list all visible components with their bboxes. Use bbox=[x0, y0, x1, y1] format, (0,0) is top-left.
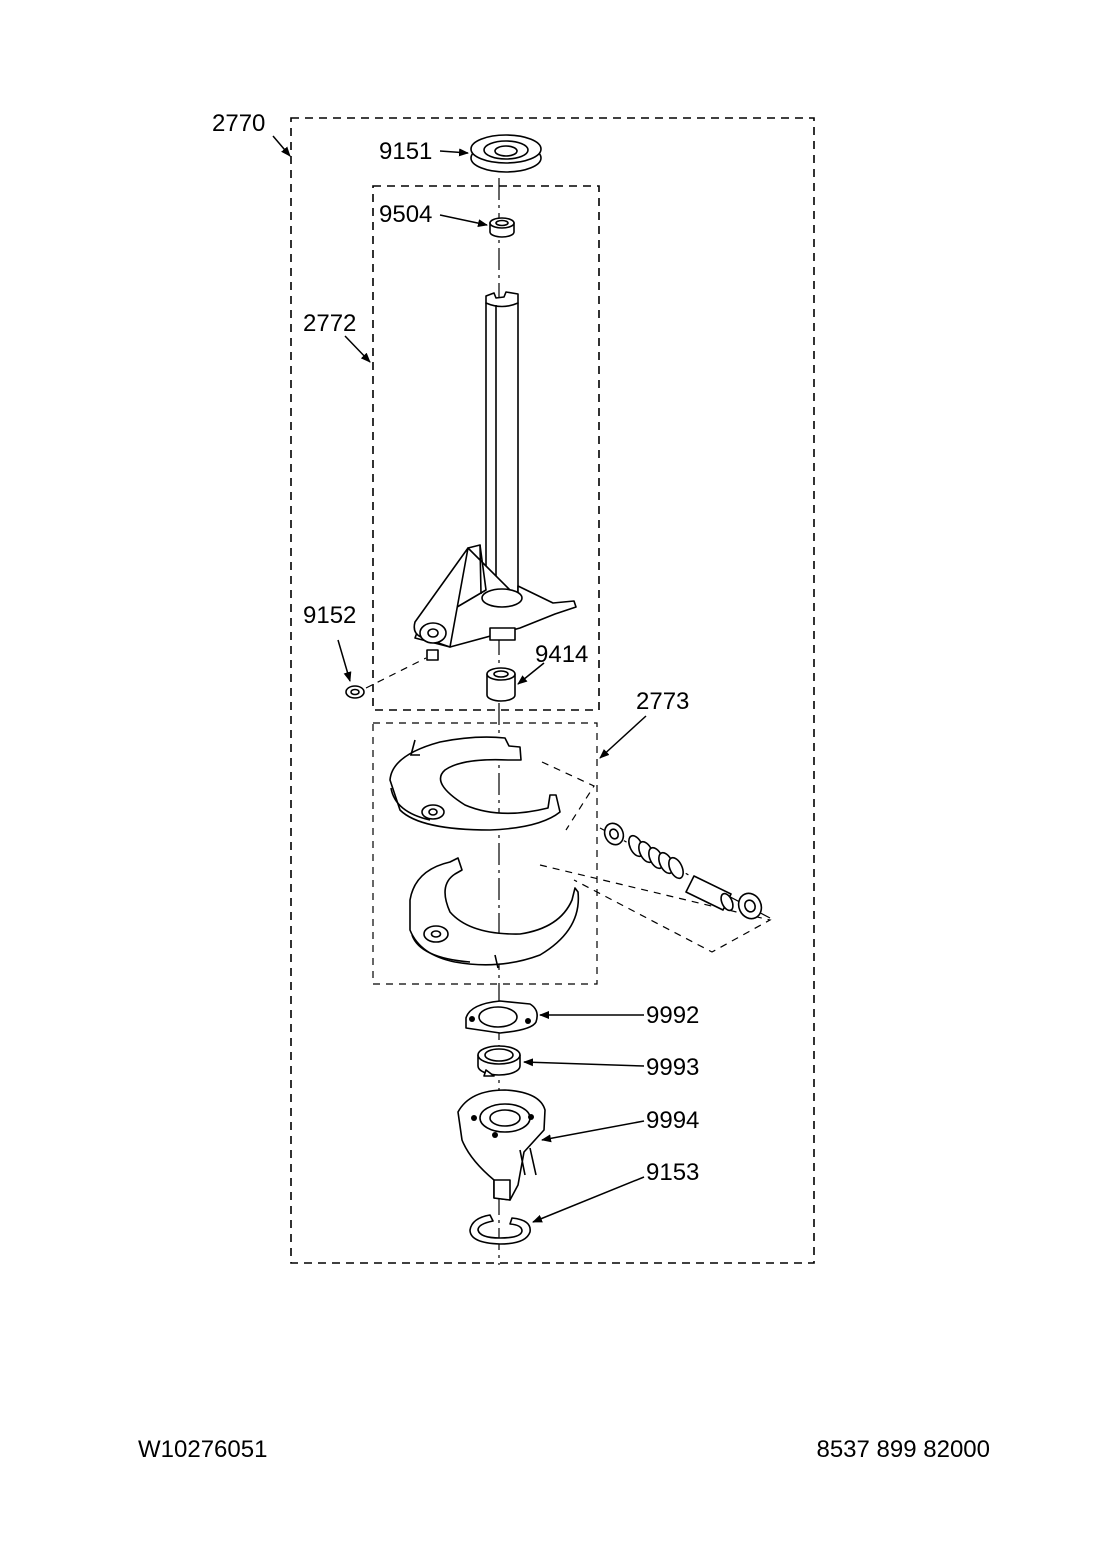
part-spring bbox=[628, 834, 684, 880]
part-shaft bbox=[485, 291, 519, 599]
arrow-9152 bbox=[337, 639, 352, 682]
subassembly-leader bbox=[539, 761, 772, 953]
callout-9152: 9152 bbox=[303, 602, 356, 629]
part-9993-ring bbox=[477, 1045, 521, 1077]
part-lower-brake-shoe bbox=[409, 857, 580, 969]
assembly-2770-outline bbox=[290, 117, 815, 1264]
part-upper-brake-shoe bbox=[389, 736, 561, 831]
part-9153-snap-ring bbox=[469, 1214, 531, 1245]
callout-9504: 9504 bbox=[379, 201, 432, 228]
arrow-9994 bbox=[541, 1120, 645, 1143]
callout-9153: 9153 bbox=[646, 1159, 699, 1186]
part-list-number: 8537 899 82000 bbox=[816, 1436, 990, 1463]
arrow-9504 bbox=[439, 214, 488, 228]
assembly-2773-outline bbox=[372, 722, 598, 985]
callout-9993: 9993 bbox=[646, 1054, 699, 1081]
arrow-9153 bbox=[532, 1176, 645, 1223]
callout-9414: 9414 bbox=[535, 641, 588, 668]
document-number: W10276051 bbox=[138, 1436, 268, 1463]
callout-9992: 9992 bbox=[646, 1002, 699, 1029]
part-9504-bushing bbox=[489, 217, 515, 238]
arrow-9151 bbox=[439, 148, 469, 157]
callout-9994: 9994 bbox=[646, 1107, 699, 1134]
arrow-2772 bbox=[344, 335, 371, 363]
callout-2773: 2773 bbox=[636, 688, 689, 715]
part-9151-seal bbox=[470, 134, 542, 173]
callout-9151: 9151 bbox=[379, 138, 432, 165]
part-9152-clip bbox=[345, 685, 365, 699]
part-lever-plate bbox=[413, 544, 577, 661]
part-spring-retainer bbox=[603, 822, 625, 846]
callout-2772: 2772 bbox=[303, 310, 356, 337]
arrow-2770 bbox=[272, 135, 291, 157]
leader-9152 bbox=[365, 657, 427, 689]
assembly-2772-outline bbox=[372, 185, 600, 711]
arrow-9414 bbox=[517, 662, 545, 685]
part-pin bbox=[685, 875, 734, 912]
part-pin-nut bbox=[737, 892, 763, 920]
part-9414-bushing bbox=[486, 667, 516, 702]
part-9994-cam-lever bbox=[457, 1089, 546, 1201]
callout-2770: 2770 bbox=[212, 110, 265, 137]
arrow-2773 bbox=[599, 715, 647, 759]
arrow-9993 bbox=[523, 1058, 645, 1067]
part-9992-flange bbox=[465, 1000, 538, 1034]
